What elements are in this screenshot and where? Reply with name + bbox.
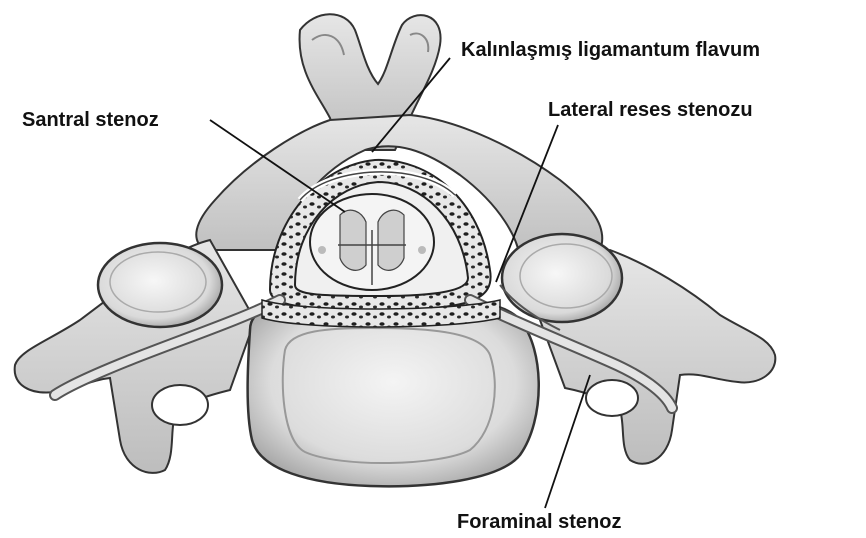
left-facet-joint	[98, 243, 222, 327]
leader-line-foraminal-stenosis	[545, 375, 590, 508]
label-ligamentum-flavum: Kalınlaşmış ligamantum flavum	[461, 40, 760, 60]
spinal-cord	[310, 194, 434, 290]
label-foraminal-stenosis: Foraminal stenoz	[457, 512, 621, 532]
label-central-stenosis: Santral stenoz	[22, 110, 159, 130]
label-lateral-recess-stenosis: Lateral reses stenozu	[548, 100, 753, 120]
